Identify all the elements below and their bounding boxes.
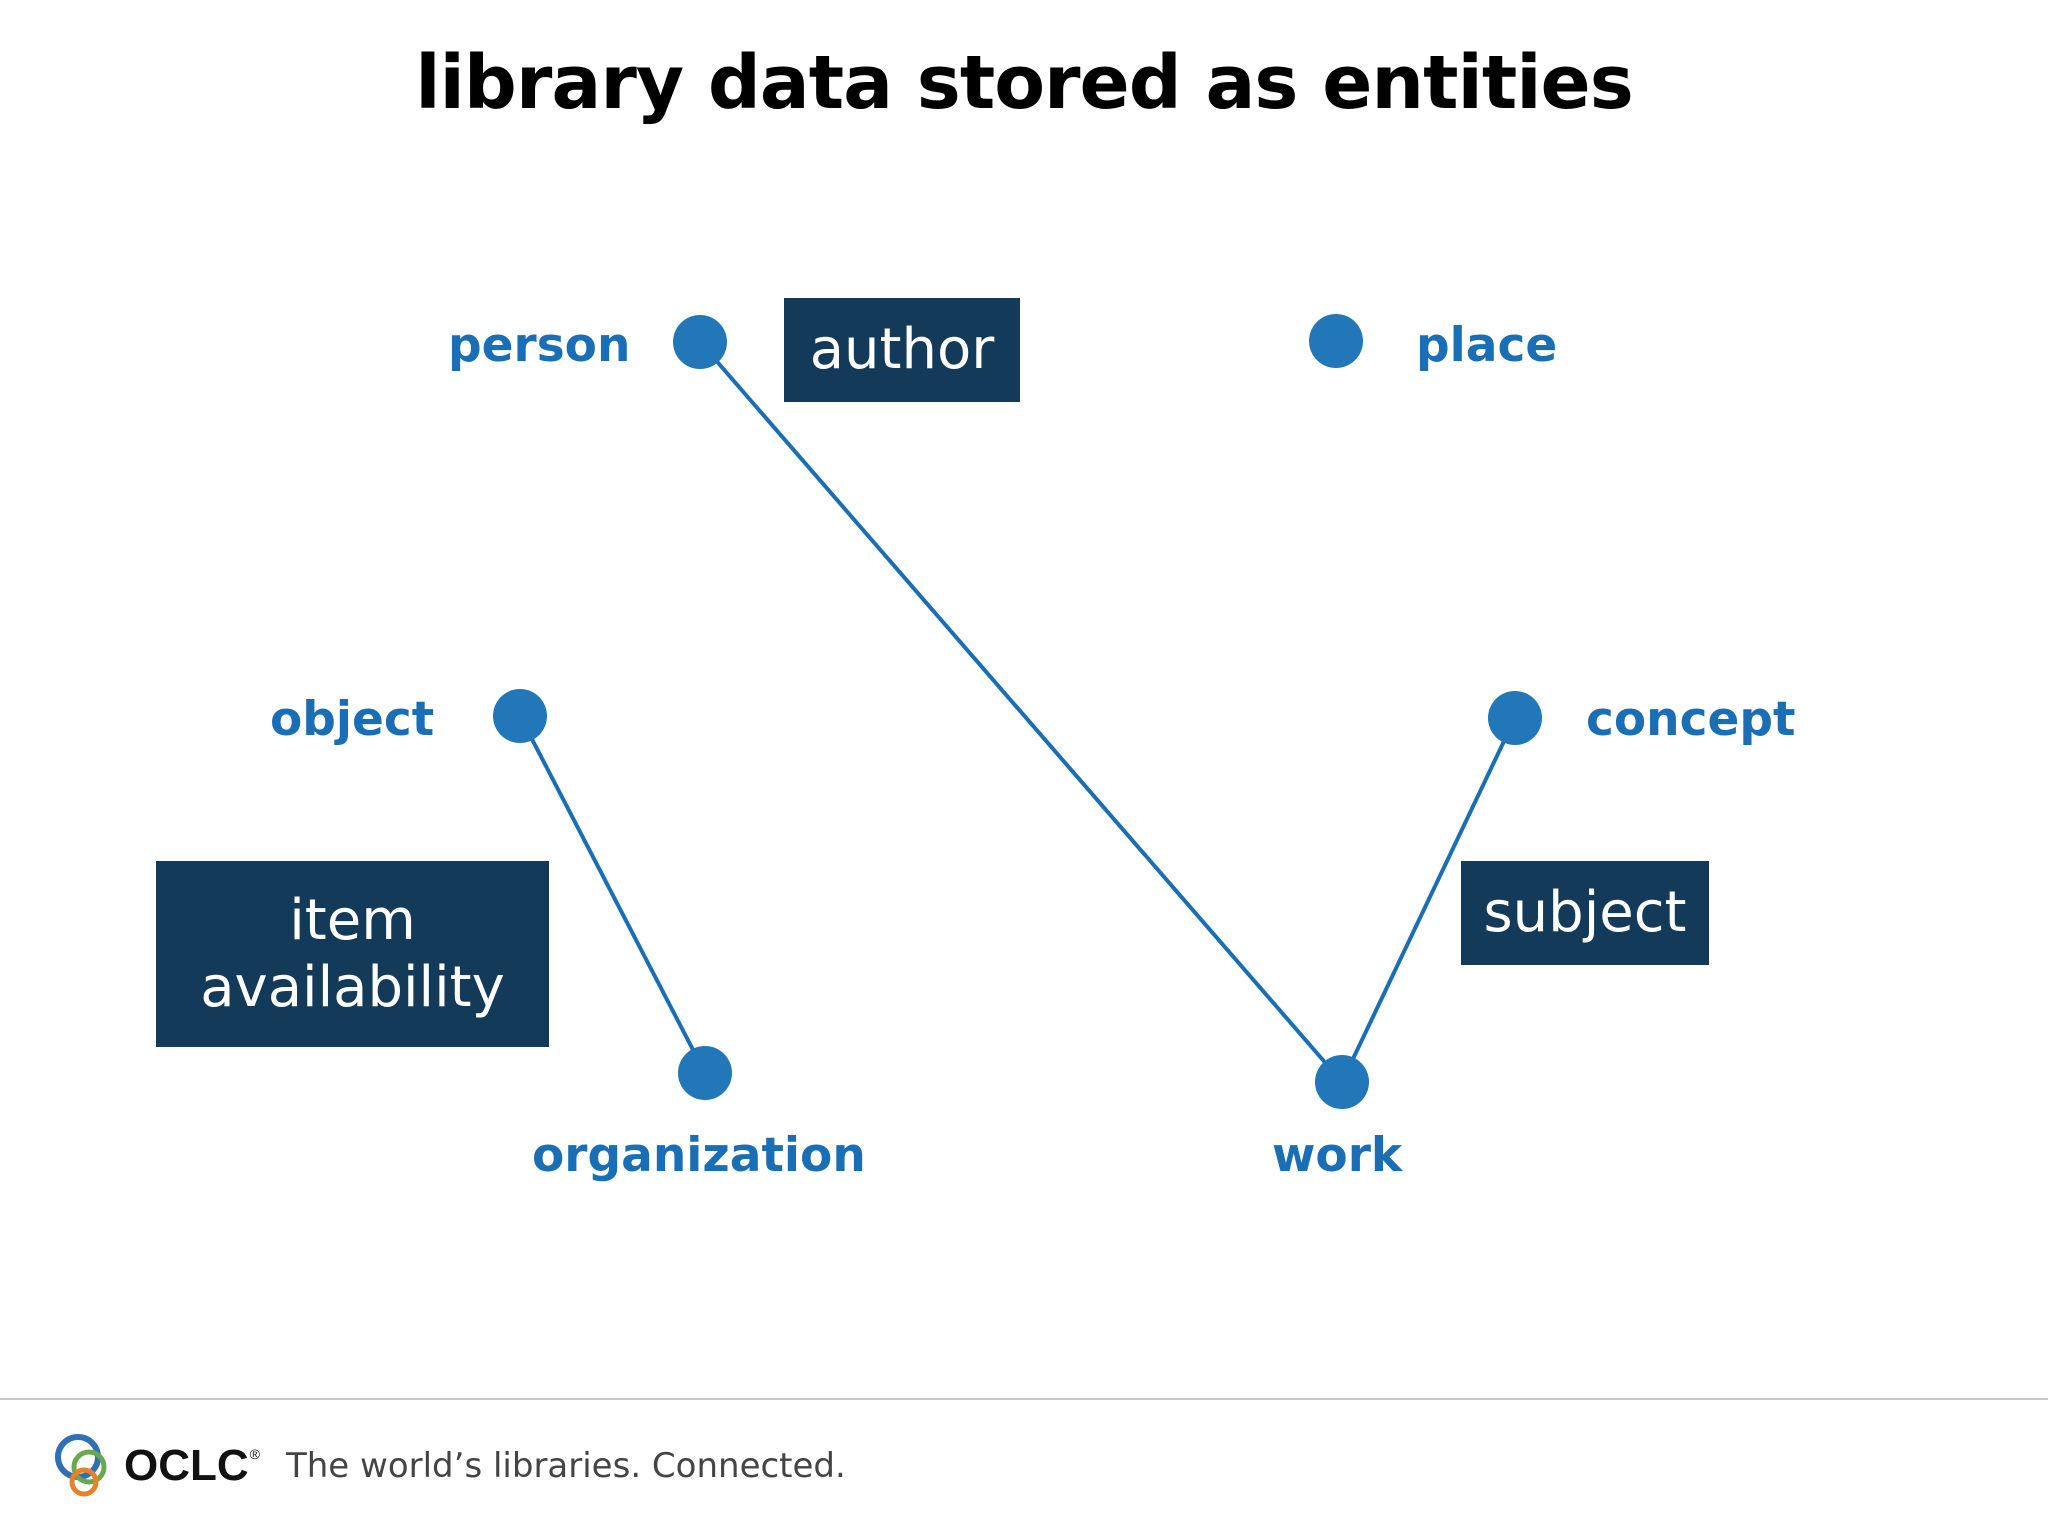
footer: OCLC ® The world’s libraries. Connected. (52, 1430, 846, 1502)
oclc-brand: OCLC (124, 1441, 249, 1490)
node-organization (678, 1046, 732, 1100)
diagram-graph (493, 314, 1542, 1109)
entity-diagram: person place object concept organization… (156, 298, 1796, 1183)
relation-item-availability-line2: availability (200, 955, 505, 1020)
label-place: place (1416, 318, 1558, 373)
node-place (1309, 314, 1363, 368)
relation-subject: subject (1461, 861, 1709, 965)
footer-divider (0, 1398, 2048, 1400)
label-concept: concept (1586, 692, 1796, 747)
oclc-logo-icon (55, 1434, 107, 1497)
slide-title: library data stored as entities (415, 40, 1634, 126)
relation-author-label: author (809, 317, 995, 383)
node-person (673, 315, 727, 369)
label-object: object (270, 692, 435, 747)
node-concept (1488, 691, 1542, 745)
edge-concept-work (1340, 717, 1517, 1083)
oclc-tagline: The world’s libraries. Connected. (285, 1446, 846, 1486)
relation-subject-label: subject (1483, 880, 1687, 946)
relation-item-availability: item availability (156, 861, 549, 1047)
relation-author: author (784, 298, 1020, 402)
registered-mark: ® (249, 1446, 260, 1462)
label-person: person (448, 318, 631, 373)
relation-item-availability-line1: item (289, 887, 416, 953)
edge-object-organization (518, 715, 707, 1074)
node-object (493, 689, 547, 743)
node-work (1315, 1055, 1369, 1109)
label-work: work (1272, 1128, 1403, 1183)
label-organization: organization (532, 1128, 866, 1183)
edge-person-work (698, 340, 1344, 1084)
